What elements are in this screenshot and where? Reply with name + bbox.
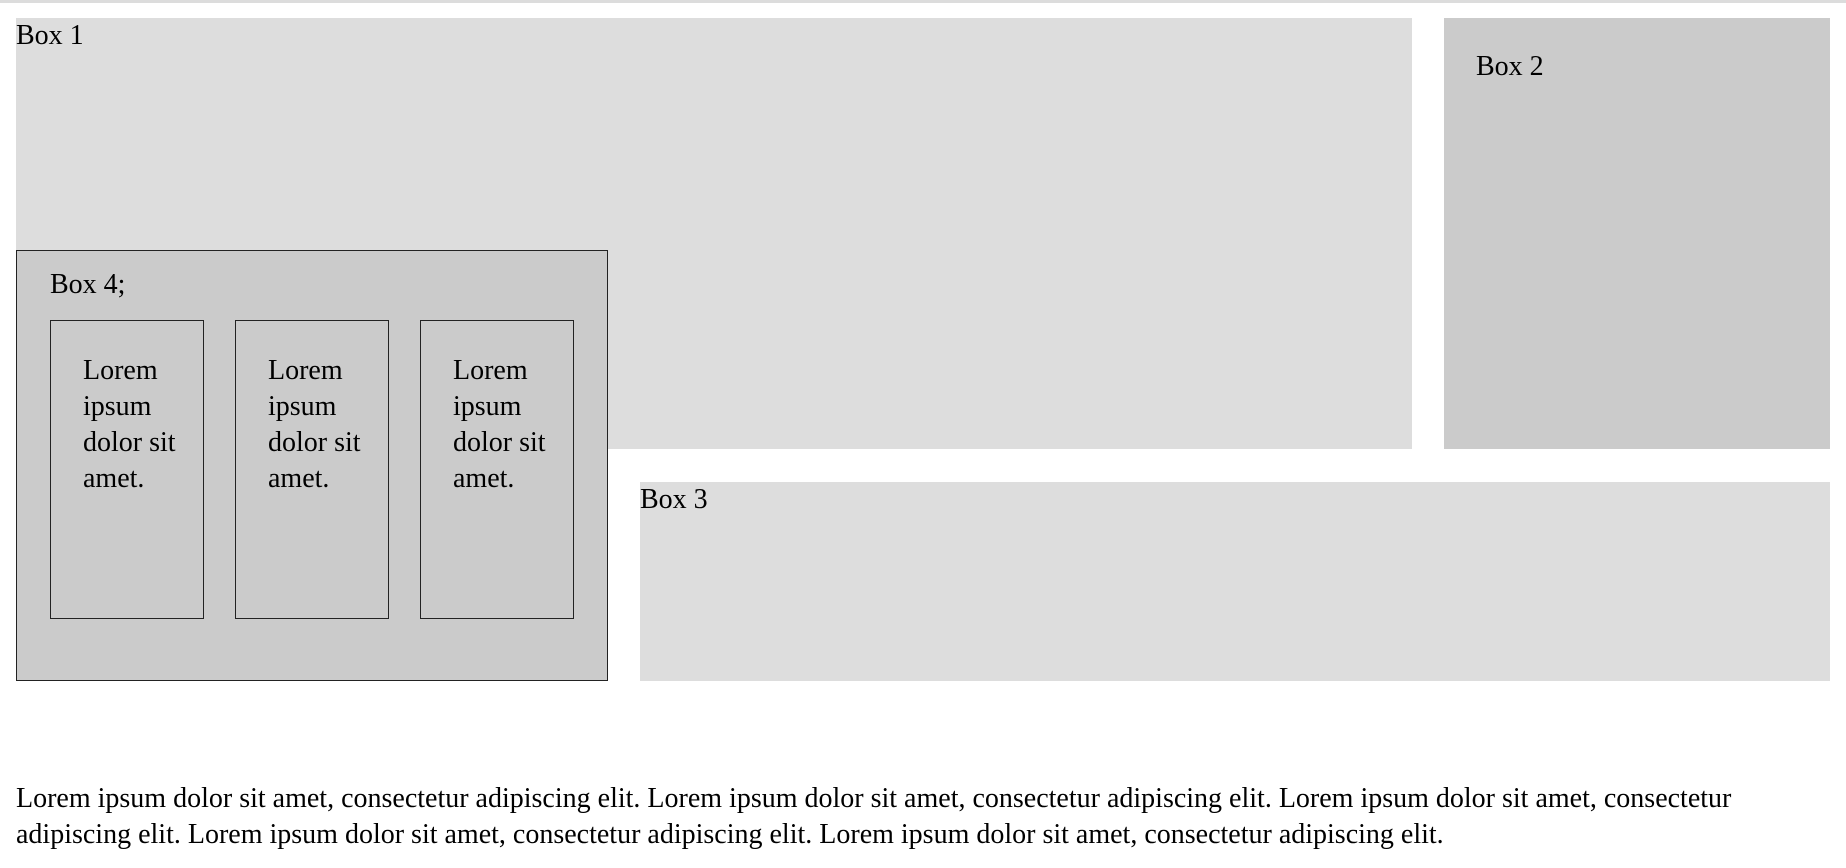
box-2-label: Box 2 [1476, 51, 1544, 82]
box-1-label: Box 1 [16, 20, 84, 51]
box-4-card-2: Lorem ipsum dolor sit amet. [235, 320, 389, 619]
top-divider [0, 0, 1846, 3]
box-4: Box 4; Lorem ipsum dolor sit amet. Lorem… [16, 250, 608, 681]
box-3-label: Box 3 [640, 484, 708, 515]
box-4-card-3: Lorem ipsum dolor sit amet. [420, 320, 574, 619]
box-4-label: Box 4; [50, 269, 126, 300]
box-4-card-2-text: Lorem ipsum dolor sit amet. [268, 355, 361, 494]
box-4-card-3-text: Lorem ipsum dolor sit amet. [453, 355, 546, 494]
body-paragraph: Lorem ipsum dolor sit amet, consectetur … [16, 783, 1732, 850]
box-2: Box 2 [1444, 18, 1830, 449]
box-4-card-1-text: Lorem ipsum dolor sit amet. [83, 355, 176, 494]
box-4-card-1: Lorem ipsum dolor sit amet. [50, 320, 204, 619]
box-3: Box 3 [640, 482, 1830, 681]
